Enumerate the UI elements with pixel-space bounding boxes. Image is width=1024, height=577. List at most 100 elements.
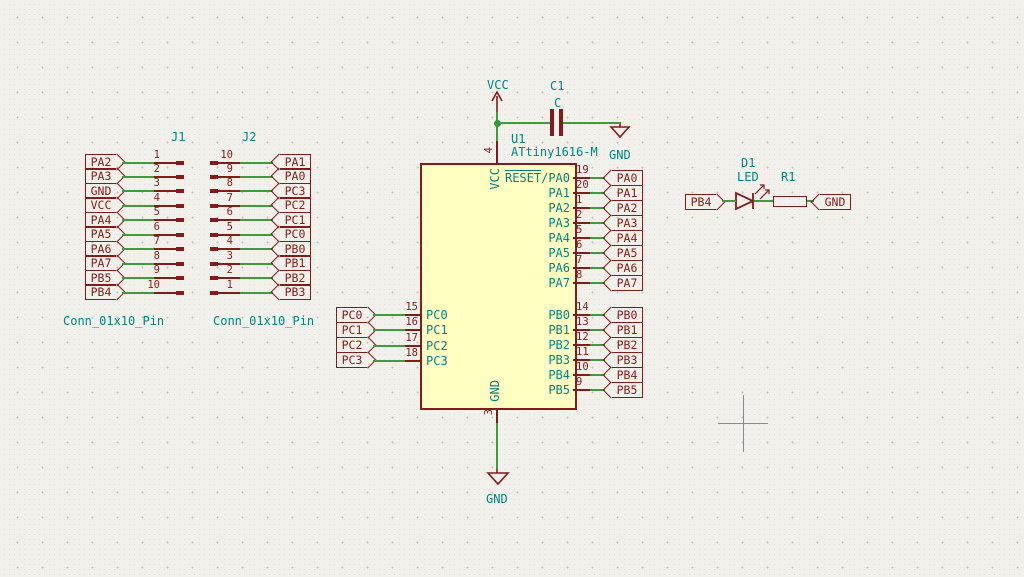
j2-pin-5-number: 5: [226, 220, 233, 233]
c1-reference[interactable]: C1: [550, 79, 565, 93]
net-label-pa2[interactable]: PA2: [612, 199, 643, 216]
d1-reference[interactable]: D1: [741, 156, 756, 170]
mcu-body[interactable]: [420, 163, 577, 410]
net-label-pb4[interactable]: PB4: [612, 366, 643, 383]
wire-j2-pb2[interactable]: [240, 277, 273, 280]
wire-j1-pa4[interactable]: [122, 219, 154, 222]
u1-pin-17-line: [405, 344, 420, 347]
net-label-pa5[interactable]: PA5: [612, 244, 643, 261]
c1-value[interactable]: C: [554, 96, 562, 110]
net-label-pb5[interactable]: PB5: [612, 381, 643, 398]
wire-j2-pc0[interactable]: [240, 233, 273, 236]
net-label-pa0[interactable]: PA0: [612, 169, 643, 186]
wire-u1-to-pb4[interactable]: [590, 374, 605, 376]
net-label-pa7[interactable]: PA7: [612, 274, 643, 291]
net-label-text: PB4: [90, 285, 112, 300]
led-diode-icon[interactable]: [735, 184, 770, 211]
net-label-pb4[interactable]: PB4: [685, 194, 716, 210]
resistor-body[interactable]: [773, 196, 807, 207]
wire-pb4-to-led[interactable]: [722, 200, 736, 202]
j1-pin-4-number: 4: [153, 191, 160, 204]
capacitor-plate-left[interactable]: [550, 109, 554, 136]
wire-j2-pc2[interactable]: [240, 204, 273, 207]
wire-u1-to-pa3[interactable]: [590, 222, 605, 224]
vcc-power-symbol-icon[interactable]: [491, 90, 503, 113]
wire-u1-to-pa4[interactable]: [590, 237, 605, 239]
wire-j1-pa5[interactable]: [122, 233, 154, 236]
wire-led-to-r1[interactable]: [754, 200, 773, 202]
net-label-pc0[interactable]: PC0: [336, 306, 367, 323]
net-label-pa1[interactable]: PA1: [612, 184, 643, 201]
net-label-gnd-right[interactable]: GND: [820, 194, 851, 210]
gnd-symbol-bottom-icon[interactable]: [486, 468, 510, 486]
wire-u1-to-pa1[interactable]: [590, 192, 605, 194]
u1-reference[interactable]: U1: [511, 132, 526, 146]
capacitor-plate-right[interactable]: [559, 109, 563, 136]
j1-reference[interactable]: J1: [171, 130, 186, 144]
wire-u1-to-pb5[interactable]: [590, 389, 605, 391]
wire-j1-vcc[interactable]: [122, 204, 154, 207]
d1-value[interactable]: LED: [737, 170, 759, 184]
net-label-pc1[interactable]: PC1: [336, 321, 367, 338]
j1-type-label[interactable]: Conn_01x10_Pin: [63, 314, 165, 328]
net-label-pa4[interactable]: PA4: [612, 229, 643, 246]
net-label-pa6[interactable]: PA6: [612, 259, 643, 276]
wire-j1-pa7[interactable]: [122, 262, 154, 265]
wire-j2-pa0[interactable]: [240, 175, 273, 178]
wire-vcc-stem[interactable]: [496, 112, 498, 123]
wire-pc1-to-u1[interactable]: [373, 329, 405, 332]
wire-cap-to-gnd[interactable]: [563, 122, 620, 124]
net-label-pc2[interactable]: PC2: [336, 337, 367, 354]
wire-vcc-to-cap[interactable]: [497, 122, 551, 124]
wire-u1-to-pa0[interactable]: [590, 177, 605, 179]
wire-u1-to-pb1[interactable]: [590, 329, 605, 331]
wire-j1-pa3[interactable]: [122, 175, 154, 178]
u1-pin-13-name: PB1: [548, 323, 570, 337]
net-label-pb2[interactable]: PB2: [612, 336, 643, 353]
net-label-pb3[interactable]: PB3: [612, 351, 643, 368]
net-label-pb0[interactable]: PB0: [612, 306, 643, 323]
net-label-pb3[interactable]: PB3: [280, 284, 311, 301]
vcc-net-label[interactable]: VCC: [487, 78, 509, 92]
wire-j1-pa6[interactable]: [122, 248, 154, 251]
wire-j1-pb4[interactable]: [122, 291, 154, 294]
r1-reference[interactable]: R1: [781, 170, 796, 184]
wire-to-vcc-pin[interactable]: [496, 123, 498, 141]
wire-j2-pb0[interactable]: [240, 248, 273, 251]
net-label-pb1[interactable]: PB1: [612, 321, 643, 338]
wire-u1-to-pa2[interactable]: [590, 207, 605, 209]
net-label-text: PC2: [341, 338, 363, 353]
j2-pin-5-line: [217, 233, 240, 236]
wire-pc2-to-u1[interactable]: [373, 344, 405, 347]
gnd-top-label[interactable]: GND: [609, 148, 631, 162]
wire-pc0-to-u1[interactable]: [373, 314, 405, 316]
wire-j2-pc1[interactable]: [240, 219, 273, 222]
wire-u1-to-pb3[interactable]: [590, 359, 605, 361]
j2-reference[interactable]: J2: [242, 130, 257, 144]
wire-u1-to-pa7[interactable]: [590, 282, 605, 284]
wire-j1-pa2[interactable]: [122, 161, 154, 164]
u1-value[interactable]: ATtiny1616-M: [511, 145, 598, 159]
j2-type-label[interactable]: Conn_01x10_Pin: [213, 314, 315, 328]
wire-to-gnd[interactable]: [496, 423, 498, 469]
j2-pin-1-pad: [210, 290, 218, 295]
net-label-text: PA3: [616, 215, 638, 230]
wire-j2-pb1[interactable]: [240, 262, 273, 265]
net-label-pb4[interactable]: PB4: [85, 284, 116, 301]
wire-u1-to-pb2[interactable]: [590, 344, 605, 346]
net-label-pa3[interactable]: PA3: [612, 214, 643, 231]
wire-j2-pc3[interactable]: [240, 190, 273, 193]
wire-u1-to-pa6[interactable]: [590, 267, 605, 269]
wire-j1-gnd[interactable]: [122, 190, 154, 193]
net-label-text: PC1: [284, 212, 306, 227]
wire-j2-pb3[interactable]: [240, 291, 273, 294]
wire-j1-pb5[interactable]: [122, 277, 154, 280]
wire-u1-to-pb0[interactable]: [590, 314, 605, 316]
net-label-pc3[interactable]: PC3: [336, 352, 367, 369]
wire-pc3-to-u1[interactable]: [373, 359, 405, 362]
gnd-bottom-label[interactable]: GND: [486, 492, 508, 506]
wire-j2-pa1[interactable]: [240, 161, 273, 164]
gnd-symbol-top-icon[interactable]: [609, 122, 631, 139]
wire-u1-to-pa5[interactable]: [590, 252, 605, 254]
u1-pin-12-name: PB2: [548, 338, 570, 352]
